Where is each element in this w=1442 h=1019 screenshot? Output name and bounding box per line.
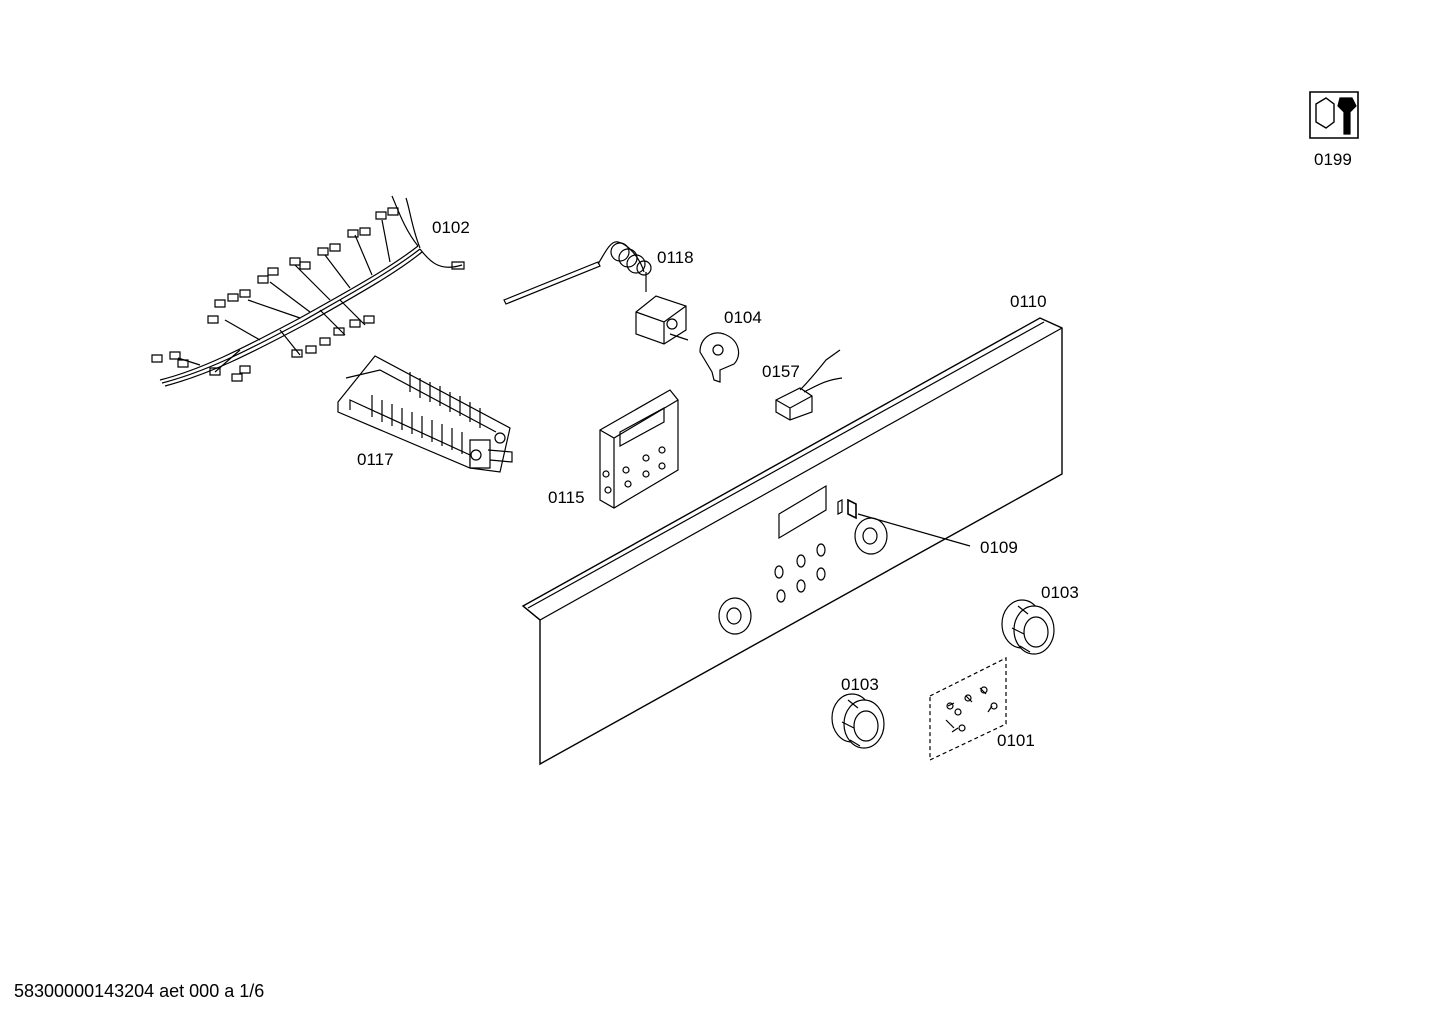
control-knob-left [832,694,884,748]
part-label-0118: 0118 [657,248,694,267]
part-label-0157: 0157 [762,362,800,381]
part-label-0102: 0102 [432,218,470,237]
part-label-0109: 0109 [980,538,1018,557]
part-label-0101: 0101 [997,731,1035,750]
control-panel [523,318,1062,764]
part-label-0199: 0199 [1314,150,1352,169]
door-switch [776,350,842,420]
part-label-0103-left: 0103 [841,675,879,694]
part-label-0115: 0115 [548,488,585,507]
timer-module [600,390,678,508]
screw-set [930,658,1006,760]
dial-plate [700,333,739,382]
wrench-nut-icon [1310,92,1358,138]
wiring-harness [152,196,464,386]
selector-switch [338,356,512,472]
control-knob-right [1002,600,1054,654]
thermostat [504,242,688,344]
part-label-0103-right: 0103 [1041,583,1079,602]
part-label-0104: 0104 [724,308,762,327]
drawing-id: 58300000143204 aet 000 a 1/6 [14,981,265,1001]
part-label-0117: 0117 [357,450,394,469]
part-label-0110: 0110 [1010,292,1047,311]
